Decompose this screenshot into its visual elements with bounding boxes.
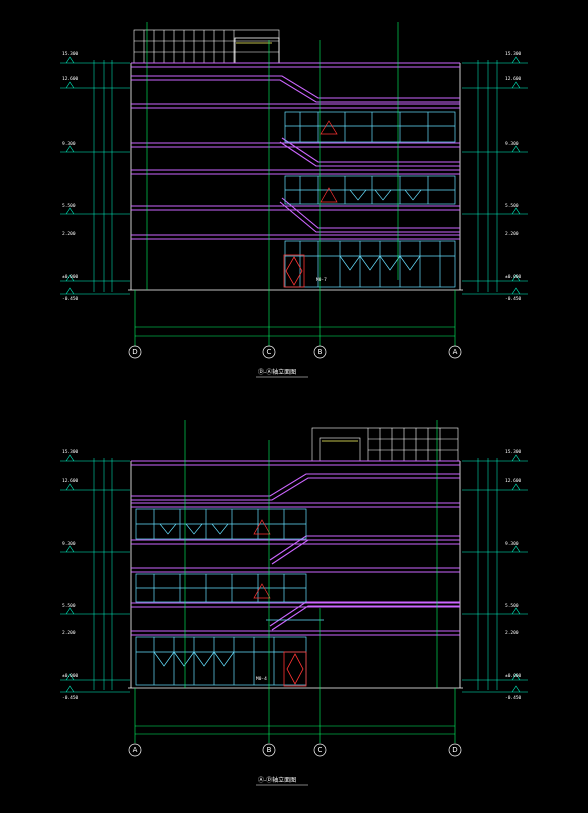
level-labels-left-bottom: 15.300 12.600 9.300 5.500 2.200 ±0.000 -… bbox=[62, 449, 79, 701]
drawing-title: Ⓓ-Ⓐ轴立面图 bbox=[258, 368, 296, 376]
level-label: 12.600 bbox=[505, 478, 522, 484]
level-label: 5.500 bbox=[505, 203, 519, 209]
axis-bubble-c: C bbox=[318, 746, 323, 754]
level-label: ±0.000 bbox=[62, 274, 79, 280]
level-label: ±0.000 bbox=[505, 274, 522, 280]
drawing-title: Ⓐ-Ⓓ轴立面图 bbox=[258, 776, 296, 784]
level-label: 9.300 bbox=[62, 541, 76, 547]
level-label: -0.450 bbox=[62, 695, 79, 701]
level-label: -0.450 bbox=[505, 296, 522, 302]
level-label: 9.300 bbox=[505, 541, 519, 547]
level-label: 9.300 bbox=[62, 141, 76, 147]
level-label: 15.300 bbox=[62, 51, 79, 57]
level-label: ±0.000 bbox=[62, 673, 79, 679]
level-label: 9.300 bbox=[505, 141, 519, 147]
axis-bubble-c: C bbox=[267, 348, 272, 356]
axis-bubble-b: B bbox=[267, 746, 272, 754]
level-labels-right-top: 15.300 12.600 9.300 5.500 2.200 ±0.000 -… bbox=[505, 51, 522, 302]
level-label: 15.300 bbox=[505, 51, 522, 57]
elevation-bottom: 15.300 12.600 9.300 5.500 2.200 ±0.000 -… bbox=[60, 420, 528, 786]
axis-bubble-a: A bbox=[453, 348, 458, 356]
axis-bubble-a: A bbox=[133, 746, 138, 754]
elevation-top: 15.300 12.600 9.300 5.500 2.200 ±0.000 -… bbox=[60, 22, 528, 378]
level-label: ±0.000 bbox=[505, 673, 522, 679]
door-tag: M0-7 bbox=[316, 277, 327, 283]
level-label: 5.500 bbox=[62, 203, 76, 209]
level-label: 2.200 bbox=[62, 630, 76, 636]
level-label: 12.600 bbox=[62, 478, 79, 484]
level-label: 12.600 bbox=[505, 76, 522, 82]
level-label: -0.450 bbox=[62, 296, 79, 302]
axis-bubble-d: D bbox=[452, 746, 457, 754]
level-labels-left-top: 15.300 12.600 9.300 5.500 2.200 ±0.000 -… bbox=[62, 51, 79, 302]
level-label: 2.200 bbox=[505, 630, 519, 636]
level-label: 5.500 bbox=[62, 603, 76, 609]
level-label: 12.600 bbox=[62, 76, 79, 82]
level-label: 15.300 bbox=[62, 449, 79, 455]
axis-bubble-d: D bbox=[132, 348, 137, 356]
door-tag: M0-4 bbox=[256, 676, 267, 682]
axis-bubble-b: B bbox=[318, 348, 323, 356]
level-labels-right-bottom: 15.300 12.600 9.300 5.500 2.200 ±0.000 -… bbox=[505, 449, 522, 701]
level-label: 15.300 bbox=[505, 449, 522, 455]
level-label: 2.200 bbox=[505, 231, 519, 237]
level-label: 2.200 bbox=[62, 231, 76, 237]
level-label: -0.450 bbox=[505, 695, 522, 701]
level-label: 5.500 bbox=[505, 603, 519, 609]
